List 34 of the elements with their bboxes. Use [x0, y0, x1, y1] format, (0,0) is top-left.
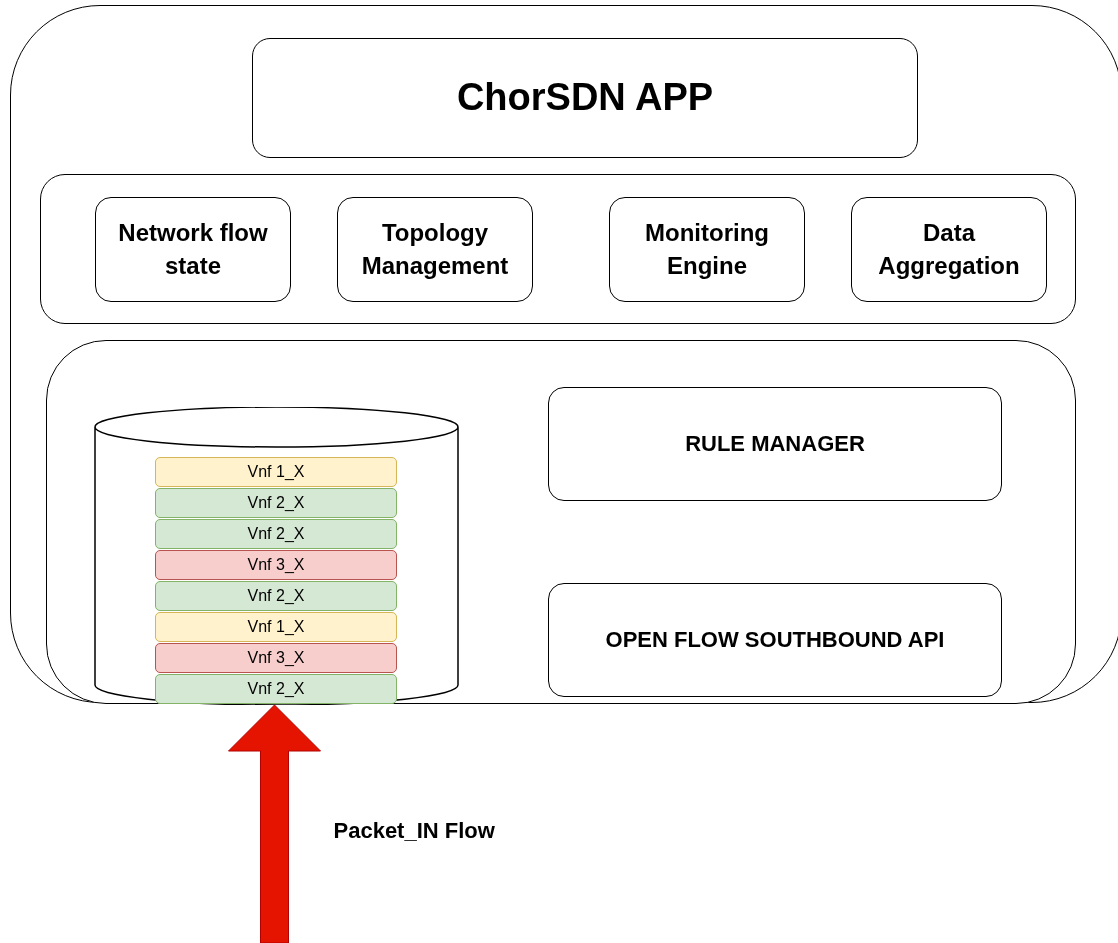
vnf-entry — [155, 643, 397, 673]
module-box — [851, 197, 1047, 302]
module-box — [548, 583, 1002, 697]
container-box — [10, 5, 1118, 703]
module-label: Topology Management — [360, 218, 510, 281]
vnf-label: Vnf 1_X — [247, 462, 305, 483]
module-label: Data Aggregation — [877, 218, 1021, 281]
vnf-label: Vnf 3_X — [247, 648, 305, 669]
vnf-entry — [155, 674, 397, 704]
module-box — [95, 197, 291, 302]
vnf-entry — [155, 612, 397, 642]
vnf-label: Vnf 2_X — [247, 493, 305, 514]
vnf-entry — [155, 581, 397, 611]
vnf-entry — [155, 550, 397, 580]
module-label: OPEN FLOW SOUTHBOUND API — [605, 626, 945, 655]
vnf-label: Vnf 3_X — [247, 555, 305, 576]
vnf-entry — [155, 519, 397, 549]
module-label: ChorSDN APP — [456, 75, 714, 121]
vnf-entry — [155, 488, 397, 518]
vnf-entry — [155, 457, 397, 487]
vnf-label: Vnf 2_X — [247, 679, 305, 700]
module-box — [252, 38, 918, 158]
module-label: Monitoring Engine — [644, 218, 770, 281]
vnf-label: Vnf 1_X — [247, 617, 305, 638]
module-label: RULE MANAGER — [685, 430, 865, 459]
module-box — [337, 197, 533, 302]
vnf-label: Vnf 2_X — [247, 586, 305, 607]
container-box — [40, 174, 1076, 324]
flow-arrow — [228, 704, 321, 943]
module-box — [609, 197, 805, 302]
container-box — [46, 340, 1076, 704]
vnf-label: Vnf 2_X — [247, 524, 305, 545]
module-label: Network flow state — [117, 218, 269, 281]
module-box — [548, 387, 1002, 501]
